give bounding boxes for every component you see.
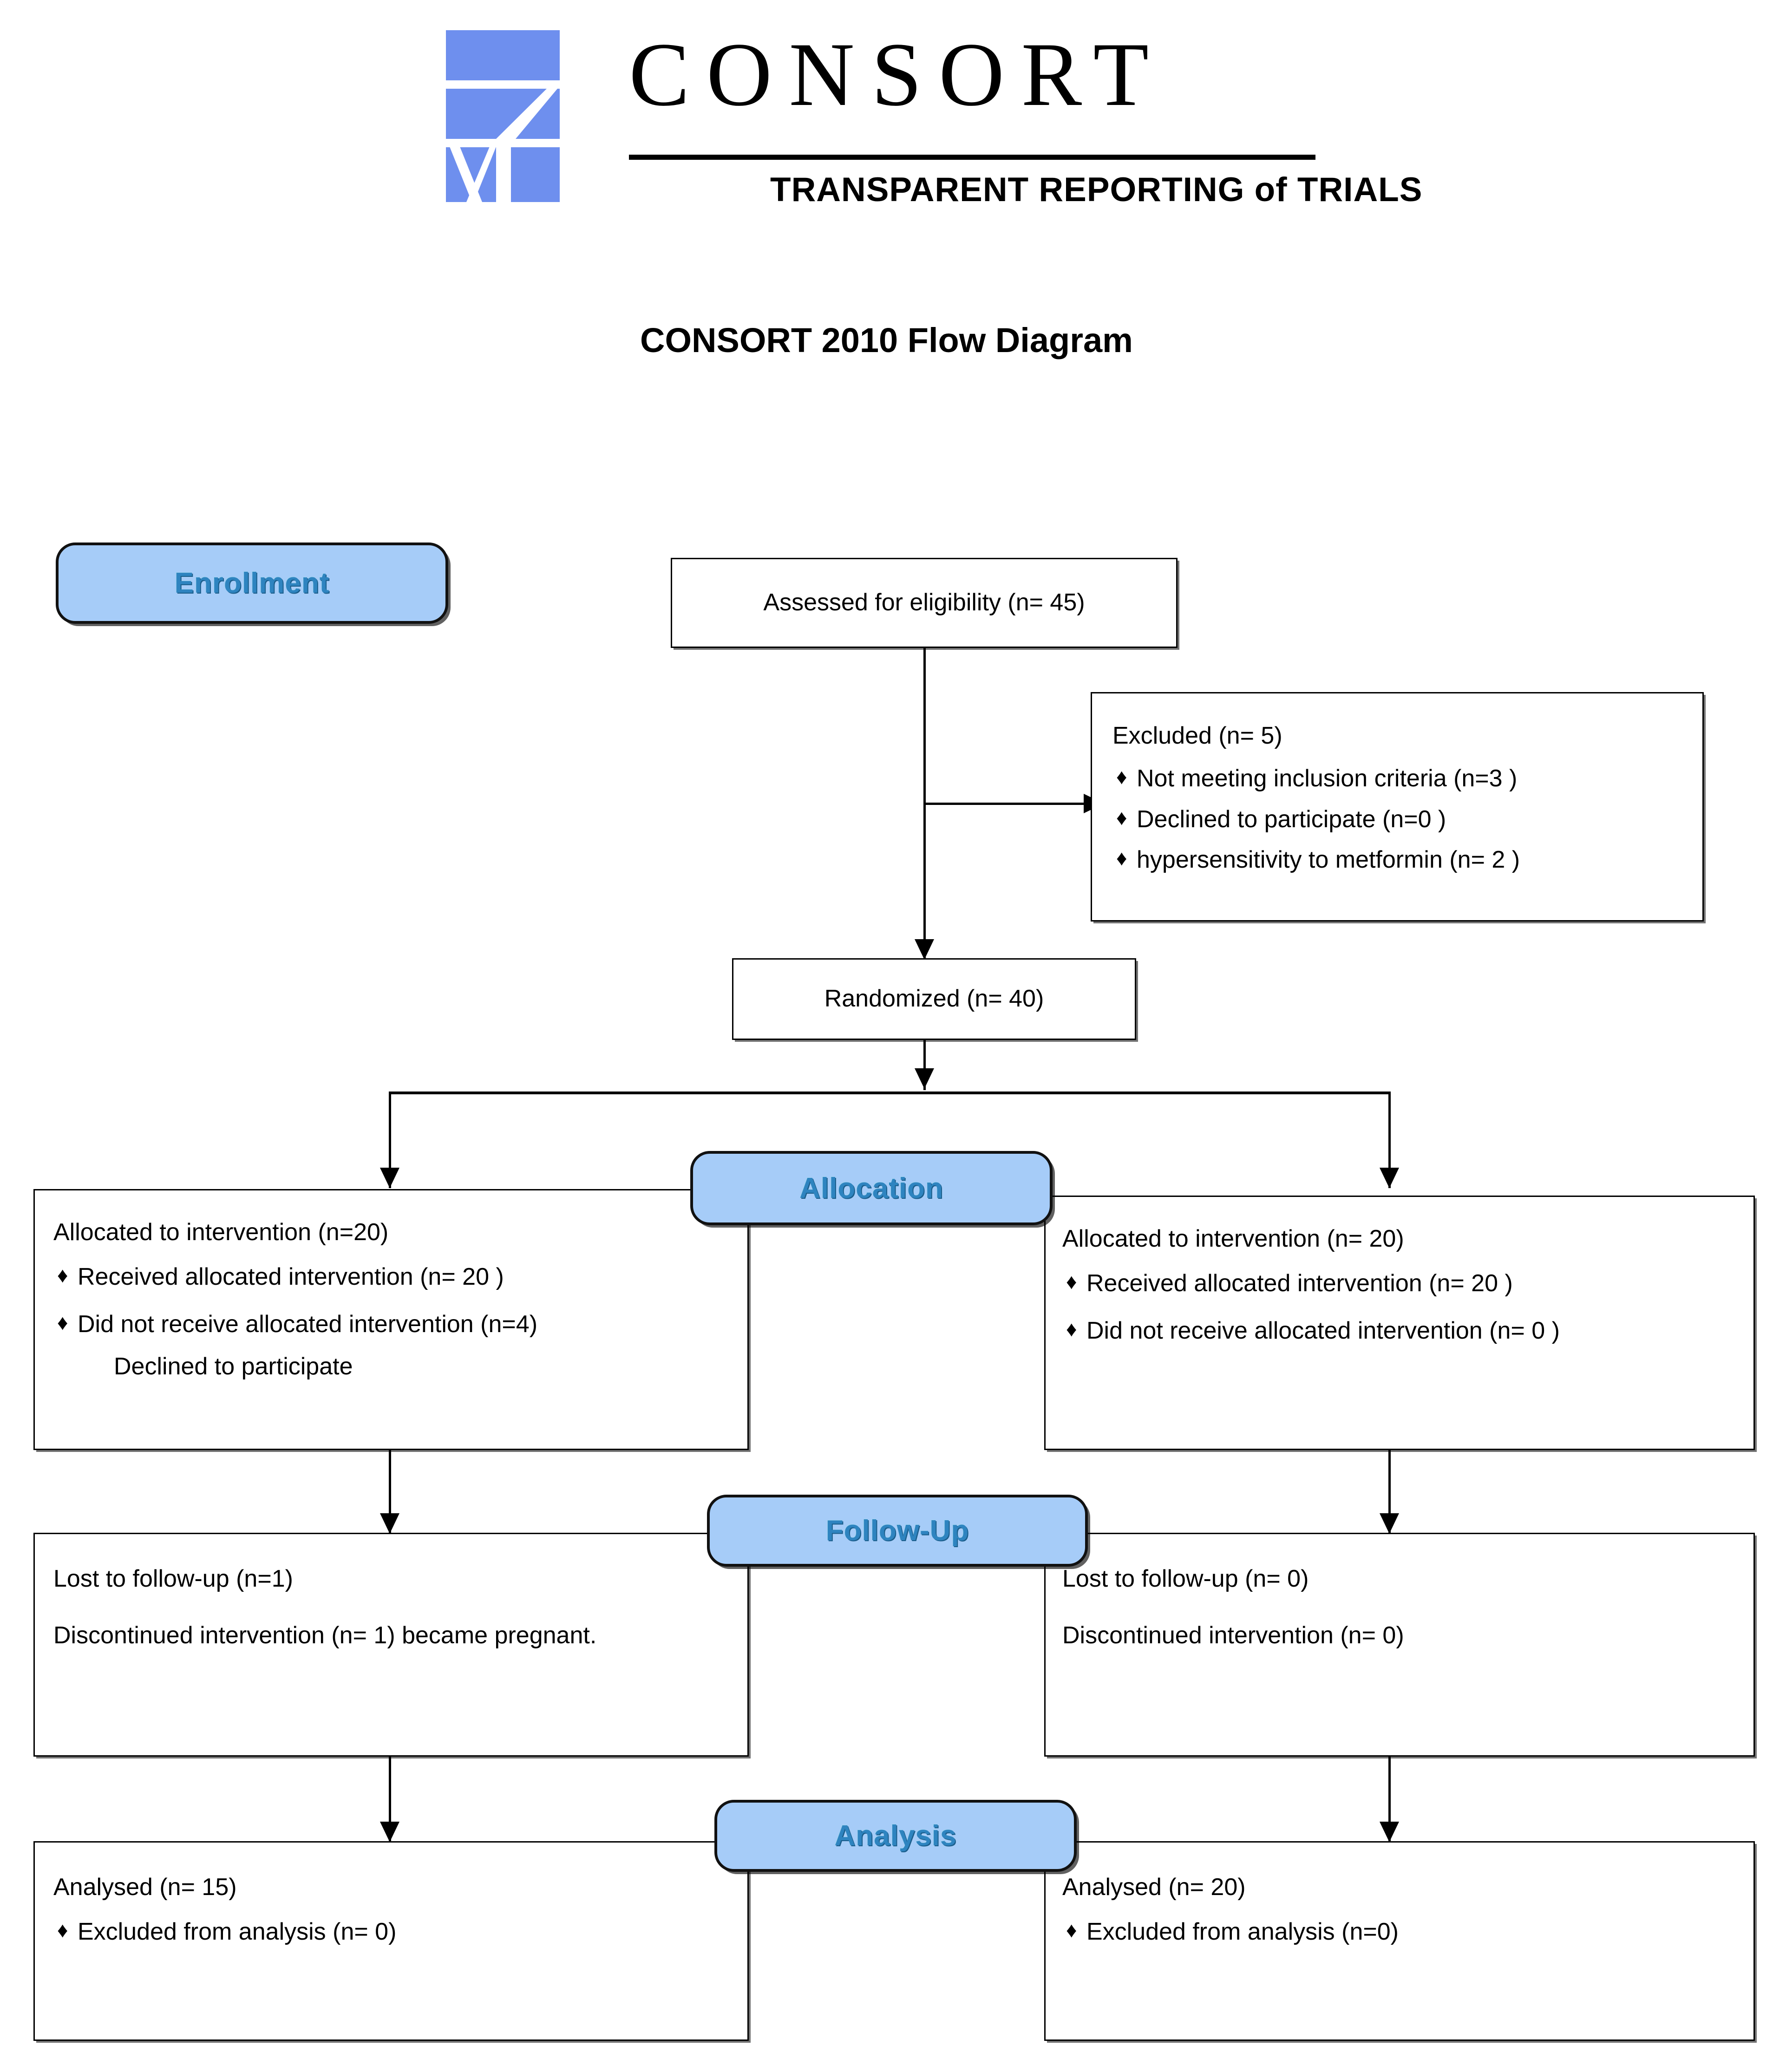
assessed-text: Assessed for eligibility (n= 45) bbox=[763, 589, 1085, 616]
followup-right-line2: Discontinued intervention (n= 0) bbox=[1062, 1621, 1404, 1649]
followup-left-line2: Discontinued intervention (n= 1) became … bbox=[53, 1621, 597, 1649]
randomized-text: Randomized (n= 40) bbox=[824, 985, 1044, 1013]
connector-split-right-down bbox=[1388, 1092, 1391, 1188]
box-followup-left: Lost to follow-up (n=1) Discontinued int… bbox=[33, 1533, 749, 1757]
page-title: CONSORT 2010 Flow Diagram bbox=[640, 321, 1133, 359]
connector-split-bar bbox=[389, 1092, 1391, 1094]
arrow-analysis-right bbox=[1380, 1822, 1399, 1842]
allocated-left-note: Declined to participate bbox=[114, 1353, 353, 1380]
box-allocated-left: Allocated to intervention (n=20) ♦ Recei… bbox=[33, 1189, 749, 1450]
allocated-left-heading: Allocated to intervention (n=20) bbox=[53, 1219, 389, 1246]
stage-badge-enrollment: Enrollment bbox=[56, 543, 448, 624]
excluded-item-2: hypersensitivity to metformin (n= 2 ) bbox=[1137, 846, 1520, 874]
diamond-bullet-icon: ♦ bbox=[57, 1917, 68, 1942]
connector-alloc-right-to-followup bbox=[1388, 1450, 1391, 1534]
diamond-bullet-icon: ♦ bbox=[1066, 1316, 1077, 1341]
analysis-right-item-0: Excluded from analysis (n=0) bbox=[1086, 1918, 1399, 1945]
allocated-right-item-1: Did not receive allocated intervention (… bbox=[1086, 1317, 1560, 1344]
header: CONSORT TRANSPARENT REPORTING of TRIALS bbox=[0, 0, 1773, 260]
connector-followup-right-to-analysis bbox=[1388, 1757, 1391, 1842]
box-randomized: Randomized (n= 40) bbox=[732, 958, 1136, 1040]
arrow-followup-right bbox=[1380, 1513, 1399, 1534]
analysis-left-heading: Analysed (n= 15) bbox=[53, 1874, 237, 1901]
box-excluded: Excluded (n= 5) ♦ Not meeting inclusion … bbox=[1091, 692, 1704, 922]
stage-badge-analysis-label: Analysis bbox=[834, 1820, 957, 1852]
connector-split-left-down bbox=[389, 1092, 391, 1188]
diamond-bullet-icon: ♦ bbox=[1116, 764, 1127, 789]
list-item: ♦ hypersensitivity to metformin (n= 2 ) bbox=[1112, 843, 1682, 877]
excluded-heading: Excluded (n= 5) bbox=[1112, 722, 1282, 749]
excluded-item-0: Not meeting inclusion criteria (n=3 ) bbox=[1137, 765, 1518, 792]
diamond-bullet-icon: ♦ bbox=[1066, 1269, 1077, 1294]
analysis-right-list: ♦ Excluded from analysis (n=0) bbox=[1062, 1915, 1737, 1949]
connector-to-excluded bbox=[923, 803, 1086, 805]
consort-logo-text: CONSORT TRANSPARENT REPORTING of TRIALS bbox=[622, 24, 1422, 211]
diamond-bullet-icon: ♦ bbox=[1116, 846, 1127, 870]
followup-right-line1: Lost to follow-up (n= 0) bbox=[1062, 1565, 1309, 1592]
diamond-bullet-icon: ♦ bbox=[1116, 805, 1127, 830]
list-item: ♦ Received allocated intervention (n= 20… bbox=[1062, 1267, 1737, 1301]
connector-alloc-left-to-followup bbox=[389, 1450, 391, 1534]
consort-logo: CONSORT TRANSPARENT REPORTING of TRIALS bbox=[446, 24, 1422, 211]
stage-badge-analysis: Analysis bbox=[714, 1800, 1077, 1872]
logo-divider-rule bbox=[629, 155, 1315, 160]
list-item: ♦ Did not receive allocated intervention… bbox=[53, 1307, 729, 1342]
arrow-analysis-left bbox=[380, 1822, 399, 1842]
analysis-right-heading: Analysed (n= 20) bbox=[1062, 1874, 1246, 1901]
box-assessed-for-eligibility: Assessed for eligibility (n= 45) bbox=[671, 558, 1178, 648]
arrow-to-allocated-right bbox=[1380, 1168, 1399, 1188]
list-item: ♦ Excluded from analysis (n= 0) bbox=[53, 1915, 729, 1949]
stage-badge-allocation-label: Allocation bbox=[799, 1172, 943, 1204]
consort-logo-mark bbox=[446, 30, 560, 202]
analysis-left-item-0: Excluded from analysis (n= 0) bbox=[78, 1918, 397, 1945]
box-allocated-right: Allocated to intervention (n= 20) ♦ Rece… bbox=[1044, 1196, 1755, 1450]
arrow-randomized-split bbox=[915, 1068, 934, 1089]
diamond-bullet-icon: ♦ bbox=[1066, 1917, 1077, 1942]
list-item: ♦ Excluded from analysis (n=0) bbox=[1062, 1915, 1737, 1949]
connector-randomized-down bbox=[923, 1040, 926, 1090]
box-analysis-left: Analysed (n= 15) ♦ Excluded from analysi… bbox=[33, 1841, 749, 2041]
list-item: ♦ Did not receive allocated intervention… bbox=[1062, 1314, 1737, 1348]
allocated-left-item-0: Received allocated intervention (n= 20 ) bbox=[78, 1263, 504, 1290]
allocated-left-list: ♦ Received allocated intervention (n= 20… bbox=[53, 1260, 729, 1342]
list-item: ♦ Not meeting inclusion criteria (n=3 ) bbox=[1112, 762, 1682, 796]
allocated-right-list: ♦ Received allocated intervention (n= 20… bbox=[1062, 1267, 1737, 1348]
diamond-bullet-icon: ♦ bbox=[57, 1262, 68, 1287]
followup-left-line1: Lost to follow-up (n=1) bbox=[53, 1565, 293, 1592]
list-item: ♦ Declined to participate (n=0 ) bbox=[1112, 803, 1682, 837]
box-followup-right: Lost to follow-up (n= 0) Discontinued in… bbox=[1044, 1533, 1755, 1757]
stage-badge-followup-label: Follow-Up bbox=[825, 1515, 969, 1547]
analysis-left-list: ♦ Excluded from analysis (n= 0) bbox=[53, 1915, 729, 1949]
excluded-list: ♦ Not meeting inclusion criteria (n=3 ) … bbox=[1112, 762, 1682, 877]
consort-wordmark: CONSORT bbox=[629, 24, 1166, 125]
stage-badge-enrollment-label: Enrollment bbox=[174, 567, 330, 599]
allocated-right-heading: Allocated to intervention (n= 20) bbox=[1062, 1225, 1404, 1252]
arrow-to-allocated-left bbox=[380, 1168, 399, 1188]
connector-followup-left-to-analysis bbox=[389, 1757, 391, 1842]
box-analysis-right: Analysed (n= 20) ♦ Excluded from analysi… bbox=[1044, 1841, 1755, 2041]
stage-badge-followup: Follow-Up bbox=[707, 1495, 1088, 1567]
allocated-right-item-0: Received allocated intervention (n= 20 ) bbox=[1086, 1269, 1513, 1297]
arrow-followup-left bbox=[380, 1513, 399, 1534]
arrow-to-randomized bbox=[915, 939, 934, 960]
excluded-item-1: Declined to participate (n=0 ) bbox=[1137, 805, 1446, 833]
consort-tagline: TRANSPARENT REPORTING of TRIALS bbox=[770, 171, 1423, 209]
allocated-left-item-1: Did not receive allocated intervention (… bbox=[78, 1310, 538, 1338]
diamond-bullet-icon: ♦ bbox=[57, 1310, 68, 1334]
list-item: ♦ Received allocated intervention (n= 20… bbox=[53, 1260, 729, 1294]
stage-badge-allocation: Allocation bbox=[690, 1151, 1053, 1225]
